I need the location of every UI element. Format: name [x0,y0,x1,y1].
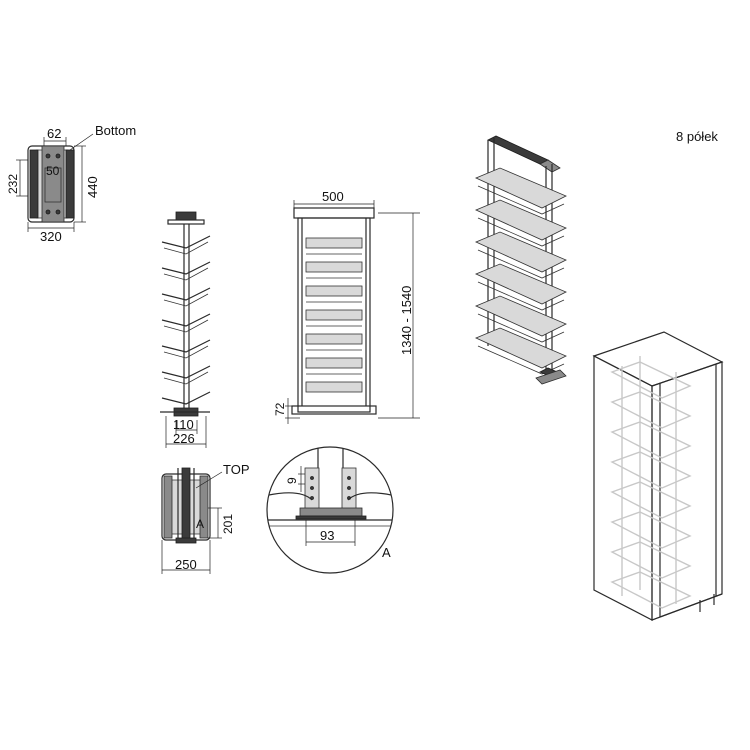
dim-62: 62 [47,126,61,141]
dim-500: 500 [322,189,344,204]
dim-72: 72 [273,402,287,416]
cabinet-view [592,331,724,621]
dim-1340-1540: 1340 - 1540 [399,286,414,355]
dim-110: 110 [173,417,194,432]
dim-50: 50 [46,164,60,178]
detail-a: 9 93 A [266,446,394,574]
cabinet-ghost-shelves [610,356,692,609]
dim-250: 250 [175,557,197,572]
dim-320: 320 [40,229,62,244]
dim-226: 226 [173,431,195,446]
iso-shelves [474,167,567,375]
label-shelf-count: 8 półek [676,129,718,144]
dim-440: 440 [85,176,100,198]
label-detail-marker-a: A [196,517,204,531]
front-view: 500 1340 - 1540 72 [273,189,420,424]
label-bottom: Bottom [95,123,136,138]
label-top: TOP [223,462,250,477]
bottom-view: 62 Bottom 50 232 440 320 [6,123,136,244]
side-shelves [161,235,211,405]
label-detail-a: A [382,545,391,560]
top-view: TOP A 201 250 [161,462,250,574]
dim-201: 201 [221,514,235,534]
dim-9: 9 [285,477,299,484]
side-view: 110 226 [160,211,211,448]
dim-232: 232 [6,174,20,194]
dim-93: 93 [320,528,334,543]
isometric-rack: 8 półek [474,129,718,385]
front-shelves [305,237,363,393]
